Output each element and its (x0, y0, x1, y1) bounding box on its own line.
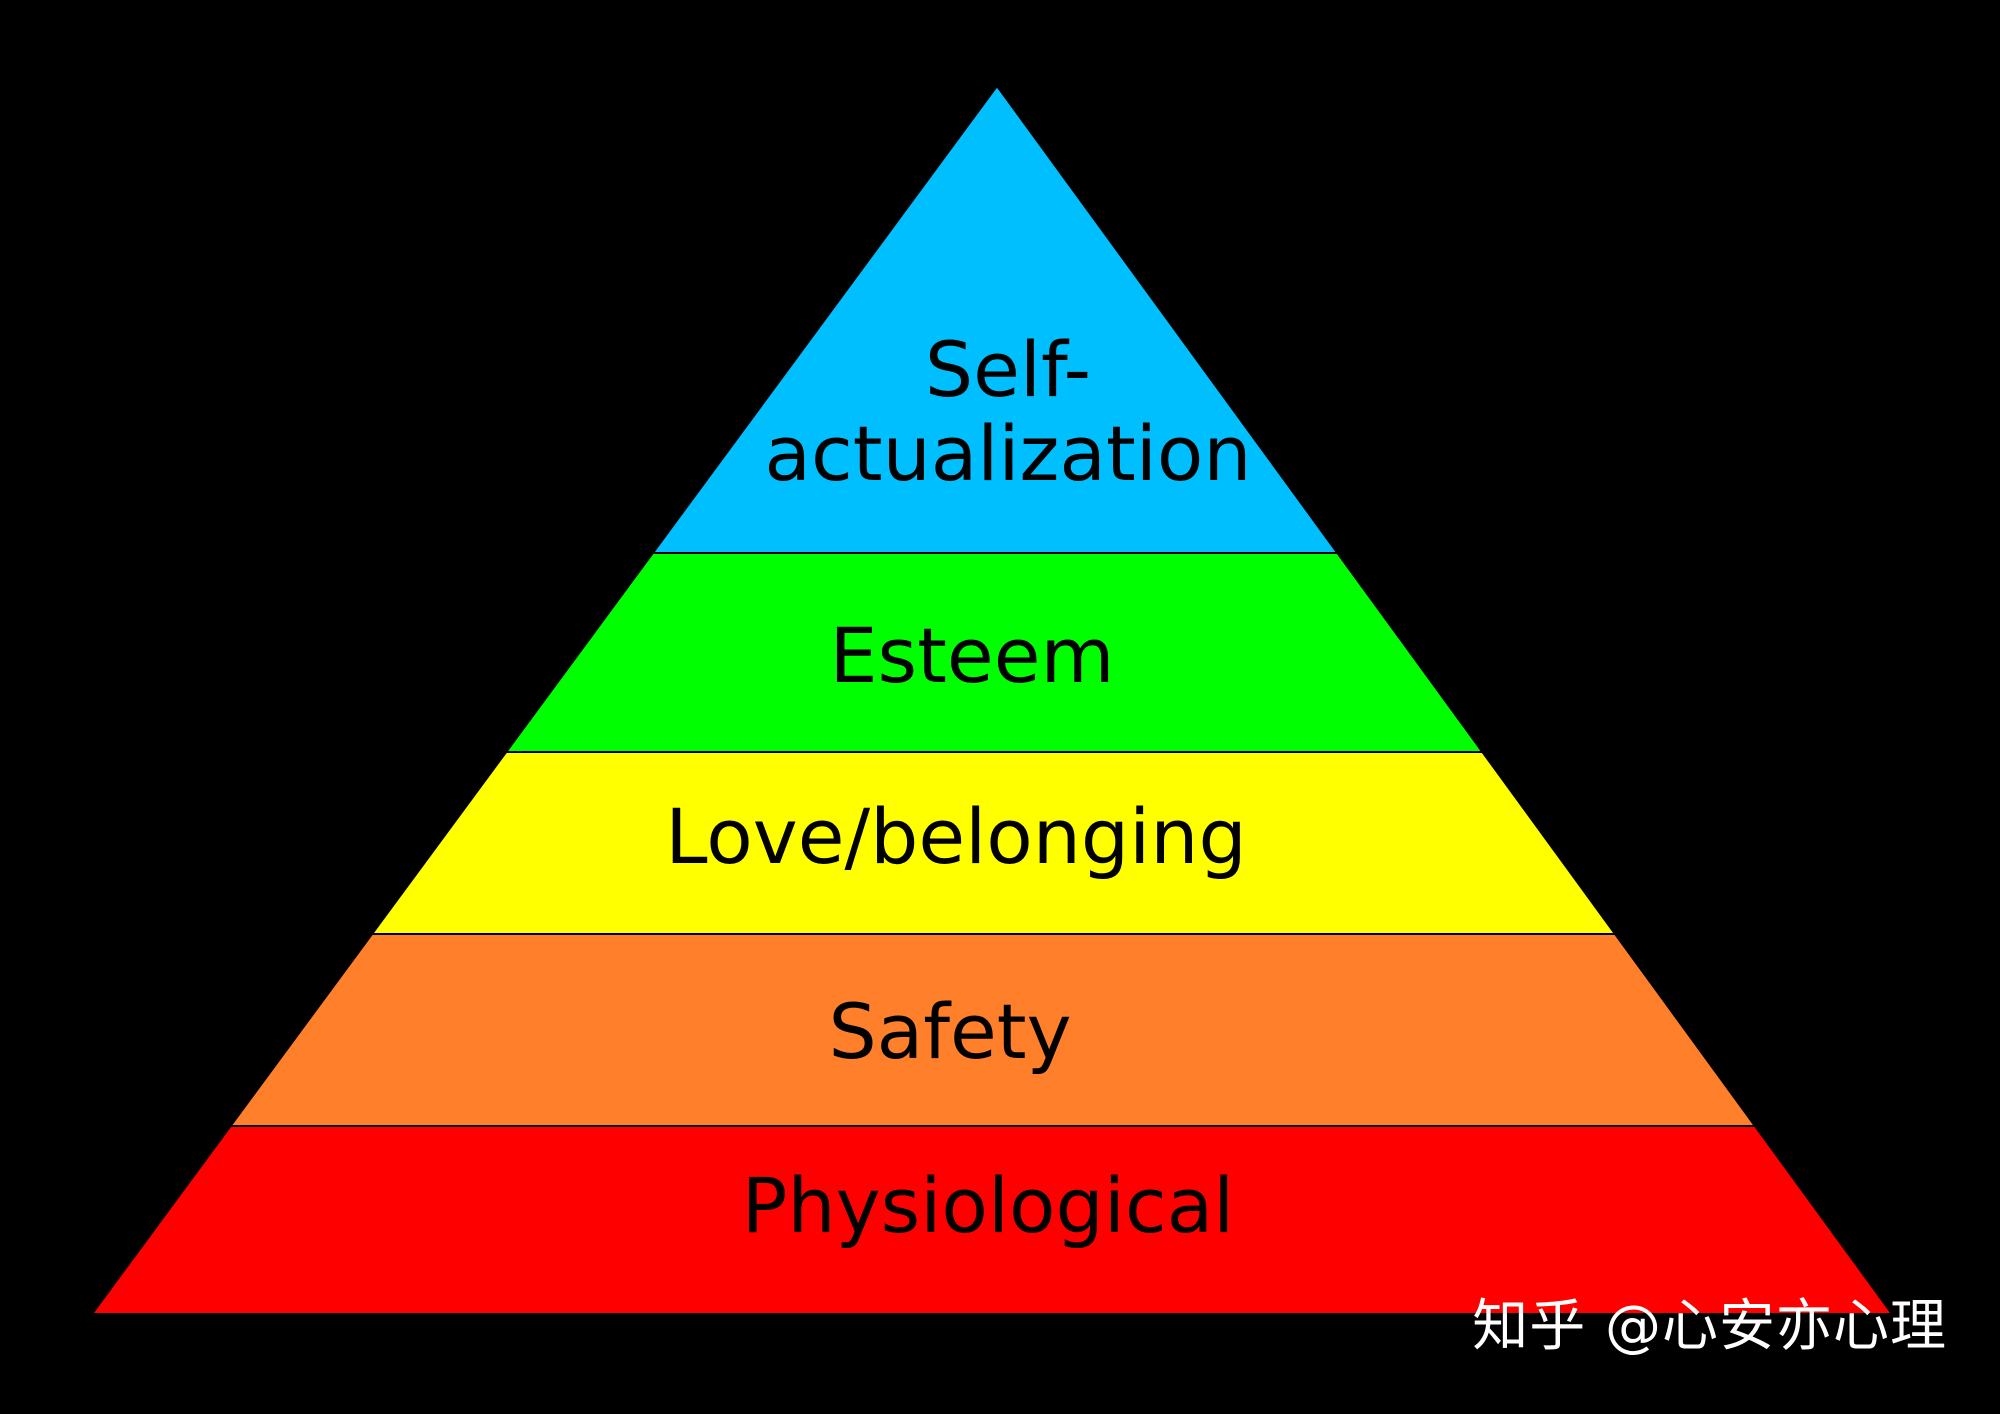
pyramid-label-esteem: Esteem (830, 611, 1115, 700)
pyramid-level-physiological (90, 1125, 1894, 1315)
pyramid-label-safety: Safety (828, 987, 1071, 1076)
pyramid-label-self-actualization-line-1: Self- (925, 325, 1091, 414)
zhihu-watermark: 知乎 @心安亦心理 (1472, 1294, 1947, 1359)
pyramid-label-physiological: Physiological (742, 1161, 1235, 1250)
pyramid-label-self-actualization-line-2: actualization (764, 409, 1251, 498)
pyramid-label-love-belonging: Love/belonging (665, 792, 1246, 881)
